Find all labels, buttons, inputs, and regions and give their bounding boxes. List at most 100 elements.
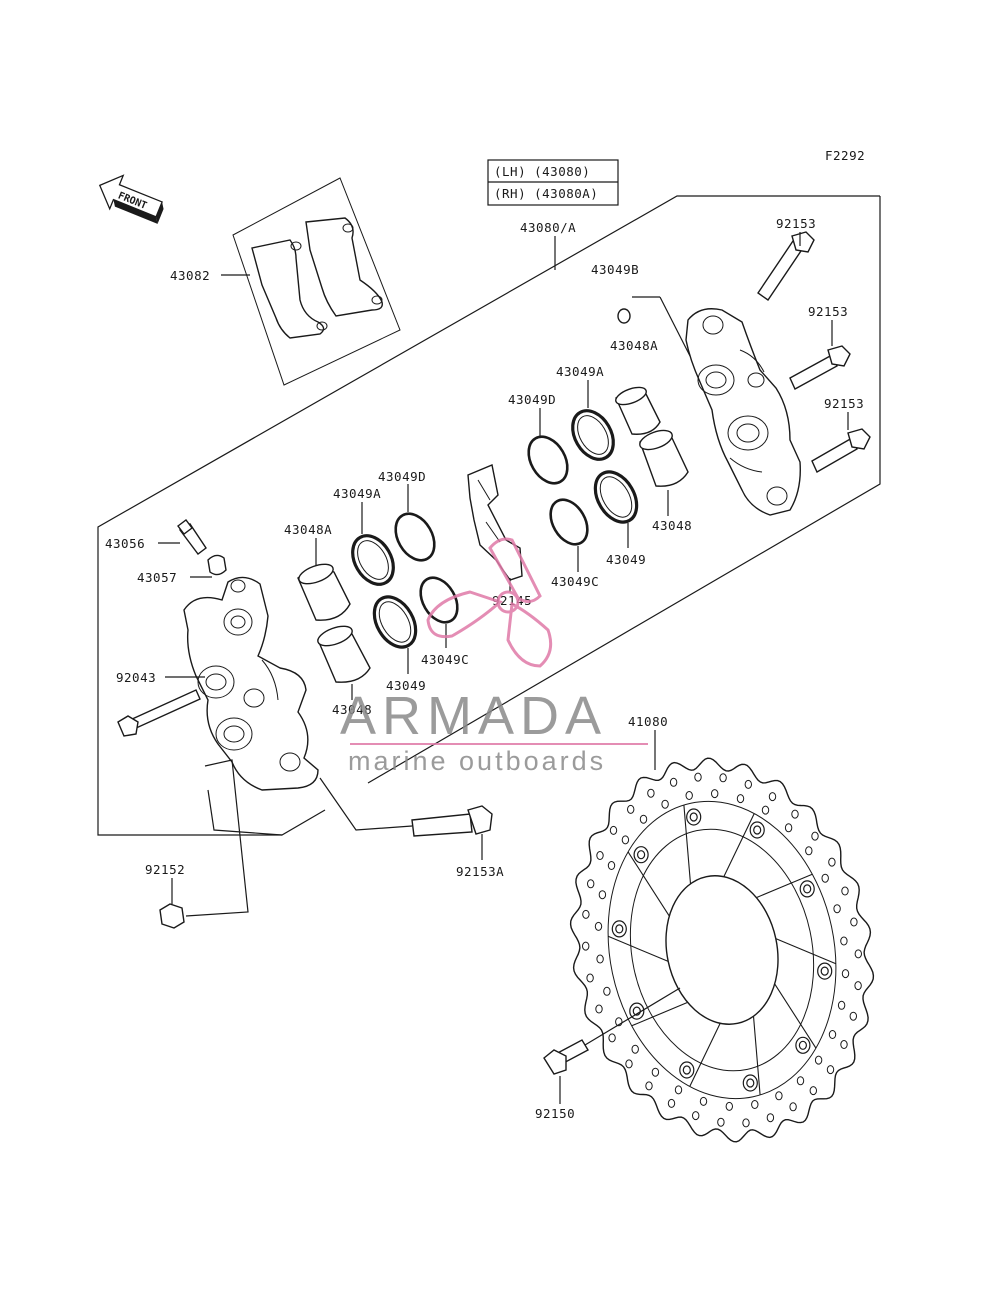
disc-vent-hole (828, 1030, 837, 1039)
piston-43048A-left (297, 563, 351, 621)
label-43049C-left: 43049C (421, 652, 469, 667)
caliper-body-left (183, 576, 319, 791)
bolt-92153-a (757, 231, 815, 301)
leader-92152-b (207, 789, 283, 836)
seal-43049A-right (571, 409, 615, 461)
disc-vent-hole (849, 1011, 857, 1021)
disc-vent-hole (717, 1117, 725, 1127)
disc-vent-hole (603, 986, 611, 996)
brake-pad-set (232, 177, 401, 386)
disc-vent-hole (631, 1044, 639, 1054)
disc-vent-hole (761, 805, 770, 815)
disc-rivet (682, 1065, 691, 1075)
bleeder-valve-43056 (177, 519, 207, 555)
bolt-92153-b (789, 345, 851, 390)
caliper-assembly-outline-right (367, 196, 881, 784)
label-43049-left: 43049 (386, 678, 426, 693)
label-43048-left: 43048 (332, 702, 372, 717)
brake-disc-41080 (569, 757, 875, 1143)
disc-rivet (746, 1078, 755, 1088)
disc-vent-hole (598, 890, 607, 900)
disc-vent-hole (811, 831, 819, 841)
side-legend: (LH) (43080) (RH) (43080A) (487, 159, 619, 206)
label-43057: 43057 (137, 570, 177, 585)
label-92153-c: 92153 (824, 396, 864, 411)
disc-vent-hole (607, 861, 616, 870)
disc-vent-hole (751, 1100, 759, 1109)
disc-vent-hole (725, 1101, 733, 1111)
label-92043: 92043 (116, 670, 156, 685)
disc-vent-hole (775, 1091, 783, 1101)
seal-43049C-right (549, 498, 589, 546)
label-92153A: 92153A (456, 864, 504, 879)
disc-vent-hole (667, 1098, 676, 1108)
disc-vent-hole (791, 809, 799, 819)
bolt-92153-c (811, 428, 871, 473)
disc-rivet (753, 825, 762, 835)
disc-vent-hole (582, 941, 590, 951)
disc-vent-hole (742, 1118, 750, 1128)
piston-43048-left (317, 625, 371, 683)
disc-vent-hole (784, 823, 793, 833)
disc-vent-hole (814, 1055, 823, 1065)
disc-vent-hole (594, 921, 603, 931)
disc-vent-hole (841, 886, 849, 896)
legend-rh: (RH) (43080A) (494, 186, 598, 201)
disc-carrier-spoke (689, 1023, 721, 1087)
label-92153-b: 92153 (808, 304, 848, 319)
disc-vent-hole (586, 973, 594, 983)
disc-vent-hole (596, 851, 604, 860)
small-o-ring-43048A (617, 308, 631, 324)
disc-vent-hole (625, 1059, 633, 1069)
label-43049D-right: 43049D (508, 392, 556, 407)
disc-vent-hole (661, 799, 669, 809)
disc-vent-hole (685, 791, 693, 800)
disc-carrier-spoke (774, 983, 817, 1049)
bolt-92153A (411, 805, 493, 837)
disc-vent-hole (854, 949, 862, 959)
disc-vent-hole (595, 1004, 603, 1014)
bleeder-cap-43057 (207, 554, 227, 576)
disc-vent-hole (651, 1067, 660, 1077)
disc-rivet (615, 924, 624, 934)
disc-vent-hole (809, 1086, 817, 1096)
label-92153-a: 92153 (776, 216, 816, 231)
disc-carrier-spoke (756, 873, 813, 899)
label-92152: 92152 (145, 862, 185, 877)
disc-vent-hole (608, 1033, 616, 1043)
disc-vent-hole (766, 1113, 775, 1123)
disc-vent-hole (596, 954, 604, 964)
disc-rivet (820, 966, 829, 976)
disc-vent-hole (828, 857, 836, 867)
watermark-brand: ARMADA (340, 686, 607, 746)
disc-bolt-92150 (543, 1039, 589, 1075)
label-43048A-left: 43048A (284, 522, 332, 537)
label-43048-right: 43048 (652, 518, 692, 533)
leader-disc-bolt (584, 987, 681, 1046)
label-43082: 43082 (170, 268, 210, 283)
figure-code: F2292 (825, 148, 865, 163)
disc-vent-hole (841, 969, 850, 979)
disc-vent-hole (826, 1065, 835, 1075)
pad-spring-92145 (467, 464, 523, 581)
seal-43049-left (372, 595, 418, 649)
disc-vent-hole (744, 779, 752, 789)
label-43048A-right: 43048A (610, 338, 658, 353)
disc-vent-hole (639, 814, 648, 824)
watermark-tagline: marine outboards (348, 746, 606, 776)
propeller-logo-icon (426, 537, 553, 668)
label-92150: 92150 (535, 1106, 575, 1121)
piston-43048-right (639, 429, 689, 487)
disc-vent-hole (840, 936, 848, 946)
disc-vent-hole (692, 1111, 700, 1121)
disc-vent-hole (833, 904, 841, 914)
seal-43049-right (593, 470, 639, 524)
seal-43049D-left (394, 512, 436, 562)
disc-vent-hole (621, 835, 630, 845)
disc-vent-hole (711, 789, 719, 799)
nut-92152 (159, 903, 185, 929)
disc-vent-hole (850, 917, 858, 927)
label-43049A-left: 43049A (333, 486, 381, 501)
disc-carrier-spoke (775, 938, 837, 965)
